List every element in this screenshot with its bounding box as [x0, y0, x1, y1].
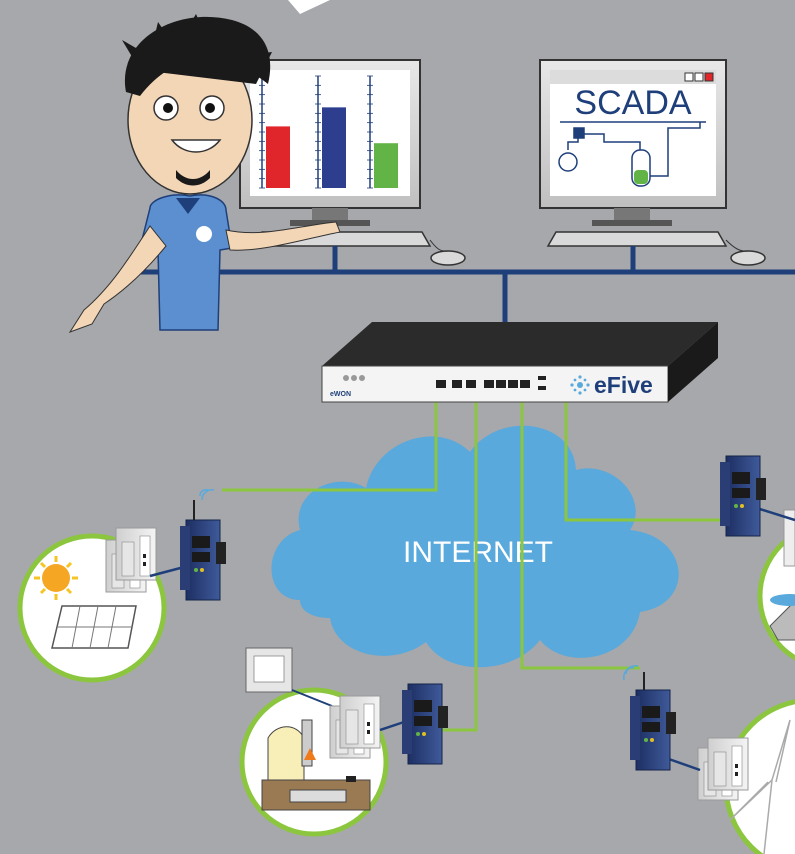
- solar-site: [17, 488, 227, 683]
- solar-panel-icon: [51, 605, 137, 649]
- internet-label: INTERNET: [403, 536, 553, 569]
- minimize-icon: [684, 72, 694, 82]
- sun-icon: [34, 556, 78, 600]
- efive-router: eWON eFive: [321, 322, 718, 403]
- water-tank-icon: [769, 594, 795, 641]
- router-brand: eFive: [594, 372, 653, 398]
- router-logo: eWON: [330, 391, 351, 398]
- ethernet-ports: [436, 380, 530, 388]
- oil-tank-site: [239, 647, 449, 837]
- mouse-icon: [430, 250, 466, 266]
- maximize-icon: [694, 72, 704, 82]
- bar-chart: [259, 75, 398, 189]
- fuel-tank-icon: [261, 719, 371, 811]
- brand-star-icon: [570, 375, 590, 395]
- shirt-logo-icon: [196, 226, 212, 242]
- wifi-icon: [623, 665, 639, 681]
- chart-bar: [266, 126, 290, 188]
- wind-turbine-icon: [729, 719, 791, 854]
- chart-bar: [374, 143, 398, 188]
- chart-bar: [322, 107, 346, 188]
- lan-bus: [140, 246, 795, 330]
- vpn-links: [222, 396, 726, 732]
- water-site: [719, 455, 795, 661]
- mouse-icon: [730, 250, 766, 266]
- hmi-panel-icon: [245, 647, 293, 693]
- close-icon: [704, 72, 714, 82]
- engineer-character: [68, 14, 341, 333]
- chart-monitor: [239, 59, 421, 226]
- wifi-icon: [199, 488, 215, 501]
- speech-bubble-tail: [288, 0, 330, 14]
- scada-monitor: SCADA: [539, 59, 727, 226]
- keyboard-2: [546, 231, 766, 266]
- wind-site: [623, 665, 795, 854]
- scada-title: SCADA: [574, 84, 691, 122]
